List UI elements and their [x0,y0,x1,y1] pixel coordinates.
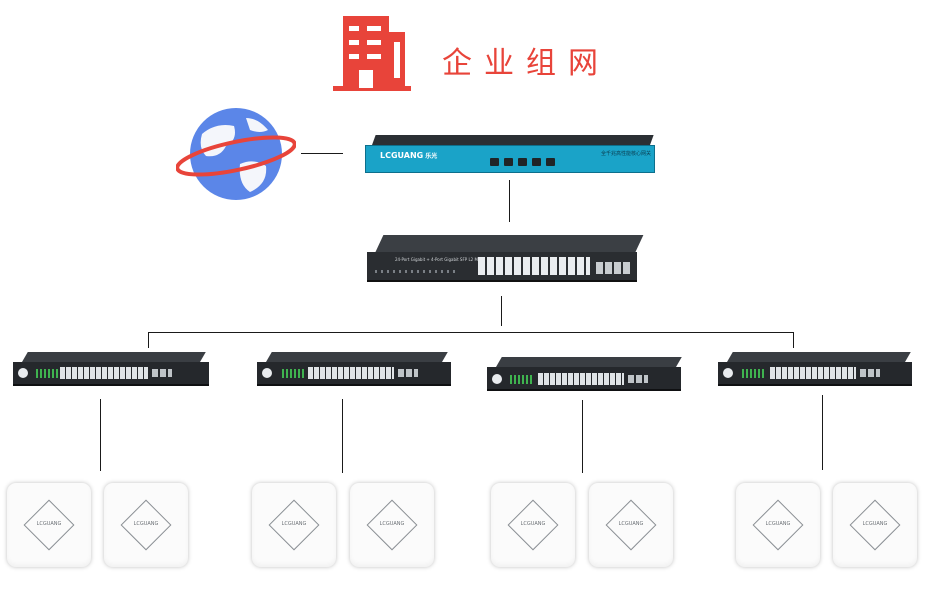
link-internet-gateway [301,153,343,154]
switch-sfp-ports [860,369,880,377]
switch-logo-icon [262,368,272,378]
switch-logo-icon [18,368,28,378]
building-icon [333,14,411,92]
ap-brand: LCGUANG [765,521,791,527]
access-point: LCGUANG [7,483,91,567]
access-point: LCGUANG [350,483,434,567]
access-point: LCGUANG [252,483,336,567]
switch-sfp-ports [152,369,172,377]
access-point: LCGUANG [589,483,673,567]
diagram-title: 企业组网 [442,46,610,81]
link-switch-ap-1 [100,399,101,471]
ap-brand: LCGUANG [618,521,644,527]
access-switch-top [22,352,206,362]
link-switch-ap-3 [582,400,583,473]
ap-brand: LCGUANG [862,521,888,527]
ap-brand: LCGUANG [36,521,62,527]
core-switch-top [375,235,644,253]
access-switch-top [496,357,682,367]
link-core-bus [501,296,502,326]
link-switch-ap-2 [342,399,343,473]
ap-brand: LCGUANG [281,521,307,527]
ap-brand: LCGUANG [133,521,159,527]
ap-brand: LCGUANG [520,521,546,527]
switch-leds [36,369,58,378]
switch-ports [538,373,624,385]
internet-globe-icon [175,104,297,204]
switch-logo-icon [723,368,733,378]
gateway-port [546,158,555,166]
distribution-bus [148,332,794,333]
gateway-port [504,158,513,166]
access-point: LCGUANG [491,483,575,567]
access-point: LCGUANG [104,483,188,567]
access-point: LCGUANG [736,483,820,567]
switch-sfp-ports [398,369,418,377]
ap-brand: LCGUANG [379,521,405,527]
link-bus-switch-4 [793,332,794,348]
switch-leds [282,369,306,378]
switch-leds [510,375,534,384]
core-switch-sfp-ports [596,262,630,274]
core-switch-leds [375,270,455,273]
gateway-port [518,158,527,166]
switch-ports [308,367,394,379]
access-point: LCGUANG [833,483,917,567]
gateway-model-label: 全千兆高性能核心网关 [601,151,652,157]
link-switch-ap-4 [822,395,823,470]
gateway-top [372,135,654,145]
switch-leds [742,369,766,378]
switch-sfp-ports [628,375,648,383]
switch-ports [770,367,856,379]
access-switch-top [727,352,911,362]
core-switch-model: 24-Port Gigabit + 4-Port Gigabit SFP L2 … [395,257,508,262]
core-switch-ports [478,257,590,275]
switch-ports [60,367,148,379]
gateway-port [490,158,499,166]
link-bus-switch-1 [148,332,149,348]
switch-logo-icon [492,374,502,384]
gateway-port [532,158,541,166]
link-gateway-core [509,180,510,222]
access-switch-top [266,352,448,362]
